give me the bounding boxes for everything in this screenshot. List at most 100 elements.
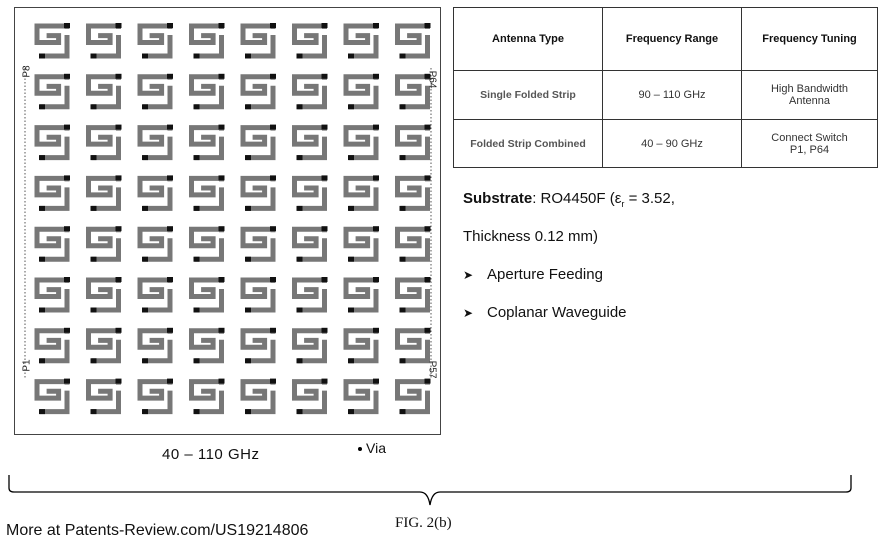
via-mark	[399, 53, 406, 59]
substrate-label: Substrate	[463, 190, 533, 207]
via-mark	[218, 175, 225, 181]
via-mark	[296, 205, 303, 211]
folded-strip-element	[240, 226, 276, 262]
folded-strip-element	[240, 175, 276, 211]
via-mark	[424, 73, 431, 79]
folded-strip-element	[292, 73, 328, 110]
folded-strip-element	[240, 23, 276, 59]
via-mark	[296, 409, 303, 415]
via-mark	[270, 327, 276, 333]
via-mark	[90, 53, 97, 59]
via-mark	[115, 277, 122, 282]
via-mark	[424, 277, 431, 282]
via-mark	[142, 155, 148, 161]
folded-strip-element	[189, 124, 225, 161]
port-label-p57: P57	[426, 360, 438, 379]
via-mark	[167, 124, 173, 130]
substrate-subscript: r	[621, 199, 625, 209]
via-mark	[321, 124, 328, 130]
cell-frequency-range: 40 – 90 GHz	[602, 119, 742, 168]
folded-strip-element	[137, 327, 173, 364]
folded-strip-element	[292, 124, 328, 161]
folded-strip-element	[395, 23, 431, 59]
folded-strip-element	[34, 226, 70, 262]
folded-strip-element	[292, 327, 328, 364]
folded-strip-element	[189, 175, 225, 211]
cell-antenna-type: Folded Strip Combined	[453, 119, 603, 168]
via-mark	[90, 358, 97, 364]
source-note: More at Patents-Review.com/US19214806	[6, 522, 309, 539]
via-mark	[39, 155, 45, 161]
folded-strip-element	[395, 73, 431, 110]
folded-strip-element	[292, 175, 328, 211]
via-mark	[348, 256, 354, 262]
via-mark	[167, 23, 173, 28]
header-frequency-range: Frequency Range	[602, 7, 742, 71]
substrate-value: : RO4450F (ε	[532, 190, 622, 207]
via-mark	[348, 307, 354, 313]
folded-strip-element	[34, 327, 70, 364]
via-mark	[167, 378, 173, 384]
via-mark	[348, 155, 354, 161]
via-mark	[142, 409, 148, 415]
via-mark	[245, 53, 251, 59]
via-mark	[90, 104, 97, 110]
via-mark	[115, 327, 122, 333]
via-mark	[373, 175, 379, 181]
folded-strip-element	[292, 226, 328, 262]
via-mark	[296, 53, 303, 59]
folded-strip-element	[137, 226, 173, 262]
via-mark	[424, 175, 431, 181]
port-label-p64: P64	[426, 70, 438, 89]
thickness-note: Thickness 0.12 mm)	[463, 228, 599, 245]
port-label-p8: P8	[21, 65, 33, 78]
via-mark	[64, 124, 70, 130]
via-mark	[373, 327, 379, 333]
via-mark	[399, 205, 406, 211]
folded-strip-element	[34, 73, 70, 110]
cell-antenna-type: Single Folded Strip	[453, 70, 603, 120]
via-mark	[90, 205, 97, 211]
via-mark	[348, 358, 354, 364]
tuning-line-1: Connect Switch	[771, 131, 848, 144]
via-mark	[270, 378, 276, 384]
folded-strip-element	[137, 175, 173, 211]
via-mark	[115, 378, 122, 384]
via-mark	[245, 155, 251, 161]
via-mark	[90, 409, 97, 415]
folded-strip-element	[240, 327, 276, 364]
array-frequency-caption: 40 – 110 GHz	[162, 446, 260, 463]
folded-strip-element	[240, 378, 276, 415]
via-mark	[142, 53, 148, 59]
via-mark	[142, 104, 148, 110]
via-mark	[64, 73, 70, 79]
via-mark	[424, 124, 431, 130]
via-mark	[424, 327, 431, 333]
folded-strip-element	[395, 175, 431, 211]
folded-strip-element	[189, 277, 225, 313]
folded-strip-element	[86, 175, 122, 211]
folded-strip-element	[34, 124, 70, 161]
via-mark	[373, 226, 379, 232]
bullet-item: ➤Aperture Feeding	[463, 266, 603, 283]
folded-strip-element	[86, 378, 122, 415]
via-mark	[218, 327, 225, 333]
via-mark	[193, 358, 200, 364]
tuning-line-2: P1, P64	[789, 143, 830, 156]
via-mark	[39, 53, 45, 59]
via-mark	[115, 226, 122, 232]
via-mark	[167, 175, 173, 181]
via-mark	[142, 205, 148, 211]
antenna-array-svg	[24, 23, 432, 415]
folded-strip-element	[343, 277, 379, 313]
folded-strip-element	[137, 124, 173, 161]
folded-strip-element	[86, 226, 122, 262]
via-mark	[167, 327, 173, 333]
via-mark	[218, 124, 225, 130]
via-mark	[245, 307, 251, 313]
via-mark	[64, 226, 70, 232]
folded-strip-element	[34, 378, 70, 415]
folded-strip-element	[395, 378, 431, 415]
bullet-item: ➤Coplanar Waveguide	[463, 304, 627, 321]
